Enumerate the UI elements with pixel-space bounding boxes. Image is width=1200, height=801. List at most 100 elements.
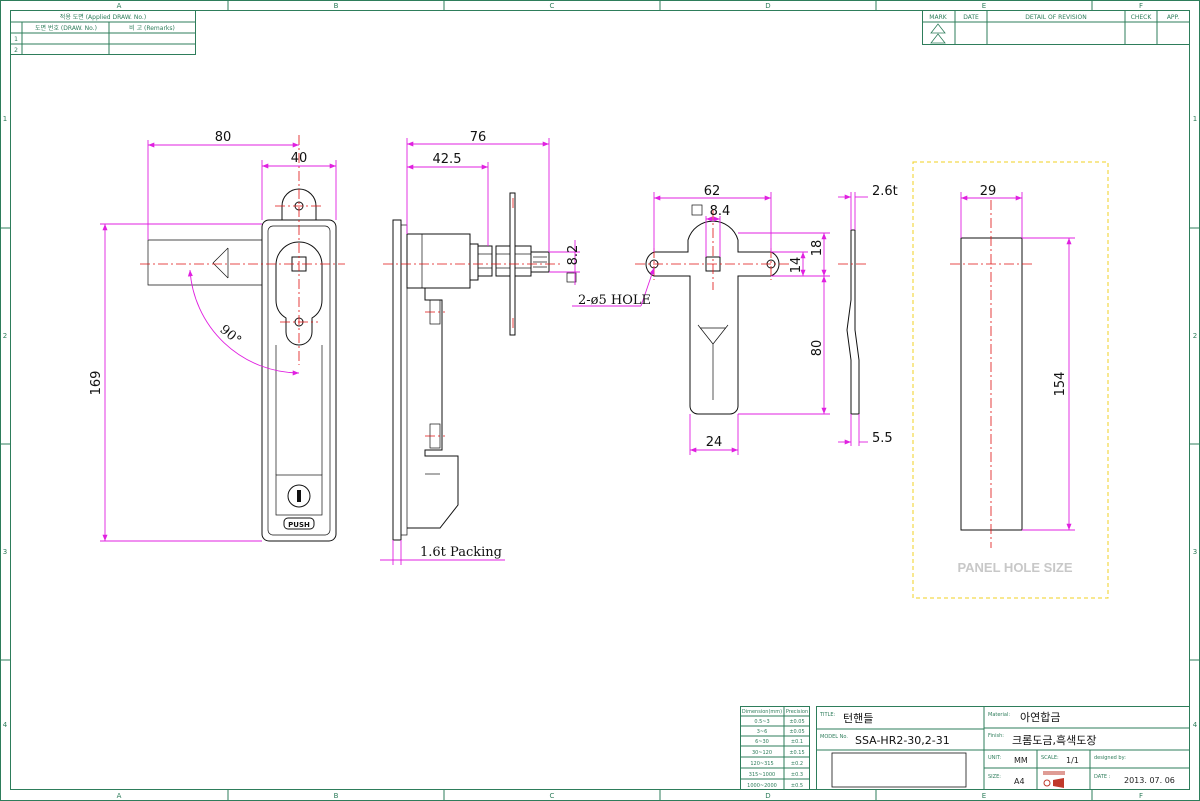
designed-label: designed by: — [1094, 755, 1126, 761]
zone-number: 2 — [3, 332, 7, 340]
revision-col-check: CHECK — [1131, 14, 1153, 21]
finish-value: 크롬도금,흑색도장 — [1012, 733, 1096, 747]
model-label: MODEL No. — [820, 734, 848, 740]
zone-letter: C — [550, 792, 555, 800]
tolerance-head-dim: Dimension(mm) — [742, 709, 782, 715]
revision-col-app: APP. — [1167, 14, 1179, 21]
applied-table-title: 적용 도면 (Applied DRAW. No.) — [60, 13, 146, 21]
tolerance-range: 3~6 — [757, 729, 768, 735]
tolerance-range: 120~315 — [750, 761, 773, 767]
zone-numbers: 1 2 3 4 1 2 3 4 — [3, 115, 1198, 729]
zone-letter: C — [550, 2, 555, 10]
zone-letter: E — [982, 2, 986, 10]
zone-number: 4 — [1193, 721, 1198, 729]
dim-cam-62: 62 — [704, 184, 721, 199]
zone-letter: A — [117, 2, 122, 10]
tolerance-precision: ±0.5 — [791, 783, 803, 789]
dim-plate-2-6t: 2.6t — [872, 184, 898, 199]
applied-table-col-drawno: 도면 번호 (DRAW. No.) — [35, 24, 97, 32]
zone-letter: F — [1139, 792, 1143, 800]
zone-letter: B — [334, 792, 339, 800]
zone-letter: B — [334, 2, 339, 10]
revision-triangle-icon — [930, 23, 946, 44]
dim-side-76: 76 — [470, 130, 487, 145]
applied-table-row-num: 1 — [14, 36, 18, 43]
side-view-dimensions: 76 42.5 8.2 1.6t Packing — [380, 130, 581, 565]
tolerance-range: 315~1000 — [749, 772, 775, 778]
cam-view-dimensions: 62 8.4 2-ø5 HOLE 18 14 80 24 — [572, 184, 830, 455]
zone-number: 4 — [3, 721, 8, 729]
zone-number: 3 — [3, 548, 7, 556]
tolerance-precision: ±0.15 — [789, 750, 804, 756]
tolerance-range: 1000~2000 — [747, 783, 777, 789]
title-label: TITLE: — [819, 712, 836, 718]
panel-hole-dimensions: 29 154 PANEL HOLE SIZE — [957, 184, 1075, 575]
revision-table: MARK DATE DETAIL OF REVISION CHECK APP. — [922, 10, 1190, 45]
dim-front-80: 80 — [215, 130, 232, 145]
dim-plate-5-5: 5.5 — [872, 431, 893, 446]
dim-panel-29: 29 — [980, 184, 997, 199]
material-value: 아연합금 — [1020, 711, 1060, 724]
dim-cam-18: 18 — [810, 240, 825, 257]
tolerance-precision: ±0.05 — [789, 729, 804, 735]
dim-cam-80: 80 — [810, 340, 825, 357]
dim-side-42-5: 42.5 — [433, 152, 462, 167]
push-label: PUSH — [288, 521, 310, 529]
dim-cam-holes: 2-ø5 HOLE — [578, 293, 651, 308]
zone-number: 1 — [3, 115, 7, 123]
applied-drawing-table: 적용 도면 (Applied DRAW. No.) 도면 번호 (DRAW. N… — [10, 10, 196, 55]
applied-table-row-num: 2 — [14, 47, 18, 54]
panel-hole-view — [912, 161, 1109, 599]
size-label: SIZE: — [988, 774, 1001, 780]
packing-label: 1.6t Packing — [420, 545, 502, 560]
tolerance-precision: ±0.05 — [789, 719, 804, 725]
date-value: 2013. 07. 06 — [1124, 776, 1175, 785]
cam-plate-view — [838, 229, 868, 415]
tolerance-range: 6~30 — [755, 739, 769, 745]
front-view: PUSH — [140, 135, 345, 542]
zone-letter: E — [982, 792, 986, 800]
revision-col-date: DATE — [963, 14, 979, 21]
dim-cam-8-4: 8.4 — [710, 204, 731, 219]
zone-letter: D — [765, 2, 770, 10]
zone-letters-top: A B C D E F — [117, 2, 1143, 10]
title-block: TITLE: 턴핸들 MODEL No. SSA-HR2-30,2-31 Mat… — [816, 706, 1190, 790]
title-value: 턴핸들 — [843, 712, 873, 725]
dim-cam-24: 24 — [706, 435, 723, 450]
tolerance-precision: ±0.2 — [791, 761, 803, 767]
date-label: DATE : — [1094, 774, 1111, 780]
zone-number: 1 — [1193, 115, 1197, 123]
projection-symbol-icon — [1043, 771, 1065, 788]
tolerance-range: 0.5~3 — [754, 719, 769, 725]
dim-panel-154: 154 — [1053, 372, 1068, 397]
dim-cam-14: 14 — [789, 257, 804, 274]
unit-label: UNIT: — [988, 755, 1001, 761]
size-value: A4 — [1014, 777, 1025, 786]
applied-table-col-remarks: 비 고 (Remarks) — [129, 24, 175, 32]
finish-label: Finish: — [988, 733, 1004, 739]
tolerance-range: 30~120 — [752, 750, 772, 756]
dim-front-40: 40 — [291, 151, 308, 166]
revision-col-detail: DETAIL OF REVISION — [1025, 14, 1086, 21]
side-view — [383, 192, 577, 541]
cam-plate-dimensions: 2.6t 5.5 — [838, 184, 898, 446]
tolerance-table: Dimension(mm) Precision 0.5~3 ±0.05 3~6 … — [740, 706, 810, 790]
unit-value: MM — [1014, 756, 1028, 765]
zone-letter: A — [117, 792, 122, 800]
dim-front-angle: 90° — [217, 322, 244, 348]
zone-number: 3 — [1193, 548, 1197, 556]
dim-front-169: 169 — [89, 371, 104, 396]
revision-col-mark: MARK — [929, 14, 947, 21]
zone-number: 2 — [1193, 332, 1197, 340]
panel-hole-label: PANEL HOLE SIZE — [957, 560, 1072, 575]
scale-label: SCALE: — [1041, 755, 1059, 761]
tolerance-precision: ±0.1 — [791, 739, 803, 745]
tolerance-head-prec: Precision — [786, 709, 808, 715]
scale-value: 1/1 — [1066, 756, 1079, 765]
material-label: Material: — [988, 712, 1010, 718]
tolerance-precision: ±0.3 — [791, 772, 803, 778]
dim-side-8-2: 8.2 — [566, 245, 581, 266]
model-value: SSA-HR2-30,2-31 — [855, 734, 950, 747]
